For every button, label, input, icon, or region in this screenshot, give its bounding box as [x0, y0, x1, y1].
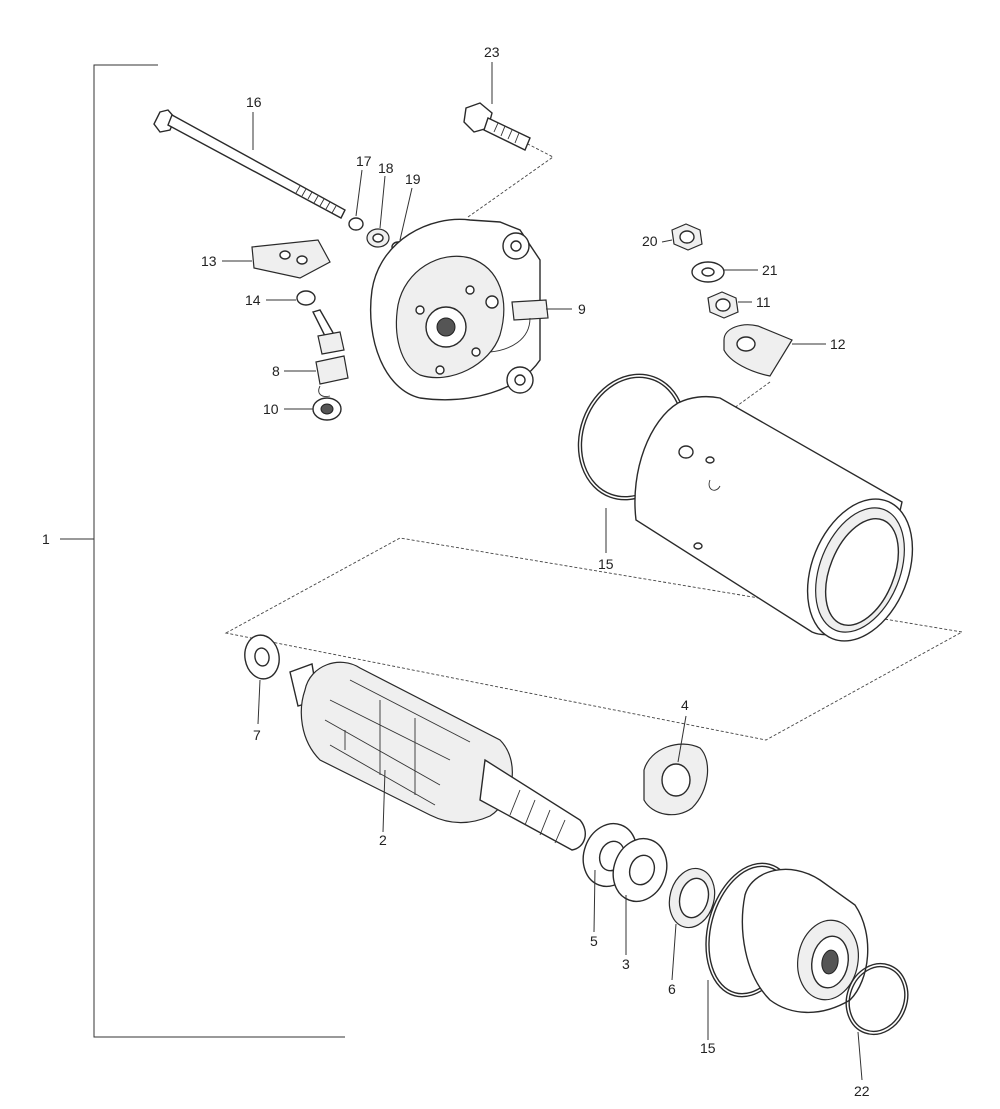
brush-plate — [251, 239, 331, 279]
callout-23: 23 — [484, 44, 500, 60]
callout-22: 22 — [854, 1083, 870, 1099]
brush-holder-parts — [311, 309, 349, 421]
washer-7 — [244, 634, 280, 680]
callout-18: 18 — [378, 160, 394, 176]
front-cover — [741, 868, 869, 1014]
callout-15-upper: 15 — [598, 556, 614, 572]
armature — [289, 661, 586, 851]
alignment-lines — [224, 139, 964, 741]
callout-17: 17 — [356, 153, 372, 169]
through-bolt — [153, 109, 346, 219]
callout-9: 9 — [578, 301, 586, 317]
callout-20: 20 — [642, 233, 658, 249]
callout-6: 6 — [668, 981, 676, 997]
flange-bolt — [463, 102, 531, 151]
callout-5: 5 — [590, 933, 598, 949]
callout-2: 2 — [379, 832, 387, 848]
callout-8: 8 — [272, 363, 280, 379]
callout-15-lower: 15 — [700, 1040, 716, 1056]
callout-labels: 1 2 3 4 5 6 7 8 9 10 11 12 13 14 15 15 1… — [42, 44, 870, 1099]
leader-lines — [222, 62, 863, 1081]
callout-13: 13 — [201, 253, 217, 269]
callout-11: 11 — [756, 294, 771, 310]
o-ring-22 — [845, 962, 909, 1036]
callout-4: 4 — [681, 697, 689, 713]
end-cover-housing — [369, 218, 549, 401]
callout-16: 16 — [246, 94, 262, 110]
callout-21: 21 — [762, 262, 778, 278]
assembly-bracket — [60, 64, 345, 1038]
callout-19: 19 — [405, 171, 421, 187]
callout-14: 14 — [245, 292, 261, 308]
callout-12: 12 — [830, 336, 846, 352]
insulator-4 — [643, 743, 709, 816]
callout-7: 7 — [253, 727, 261, 743]
callout-1: 1 — [42, 531, 50, 547]
bearing-6 — [668, 867, 716, 929]
callout-3: 3 — [622, 956, 630, 972]
terminal-hardware — [671, 223, 793, 377]
callout-10: 10 — [263, 401, 279, 417]
washers-5-3 — [582, 822, 668, 903]
motor-yoke — [634, 395, 914, 642]
